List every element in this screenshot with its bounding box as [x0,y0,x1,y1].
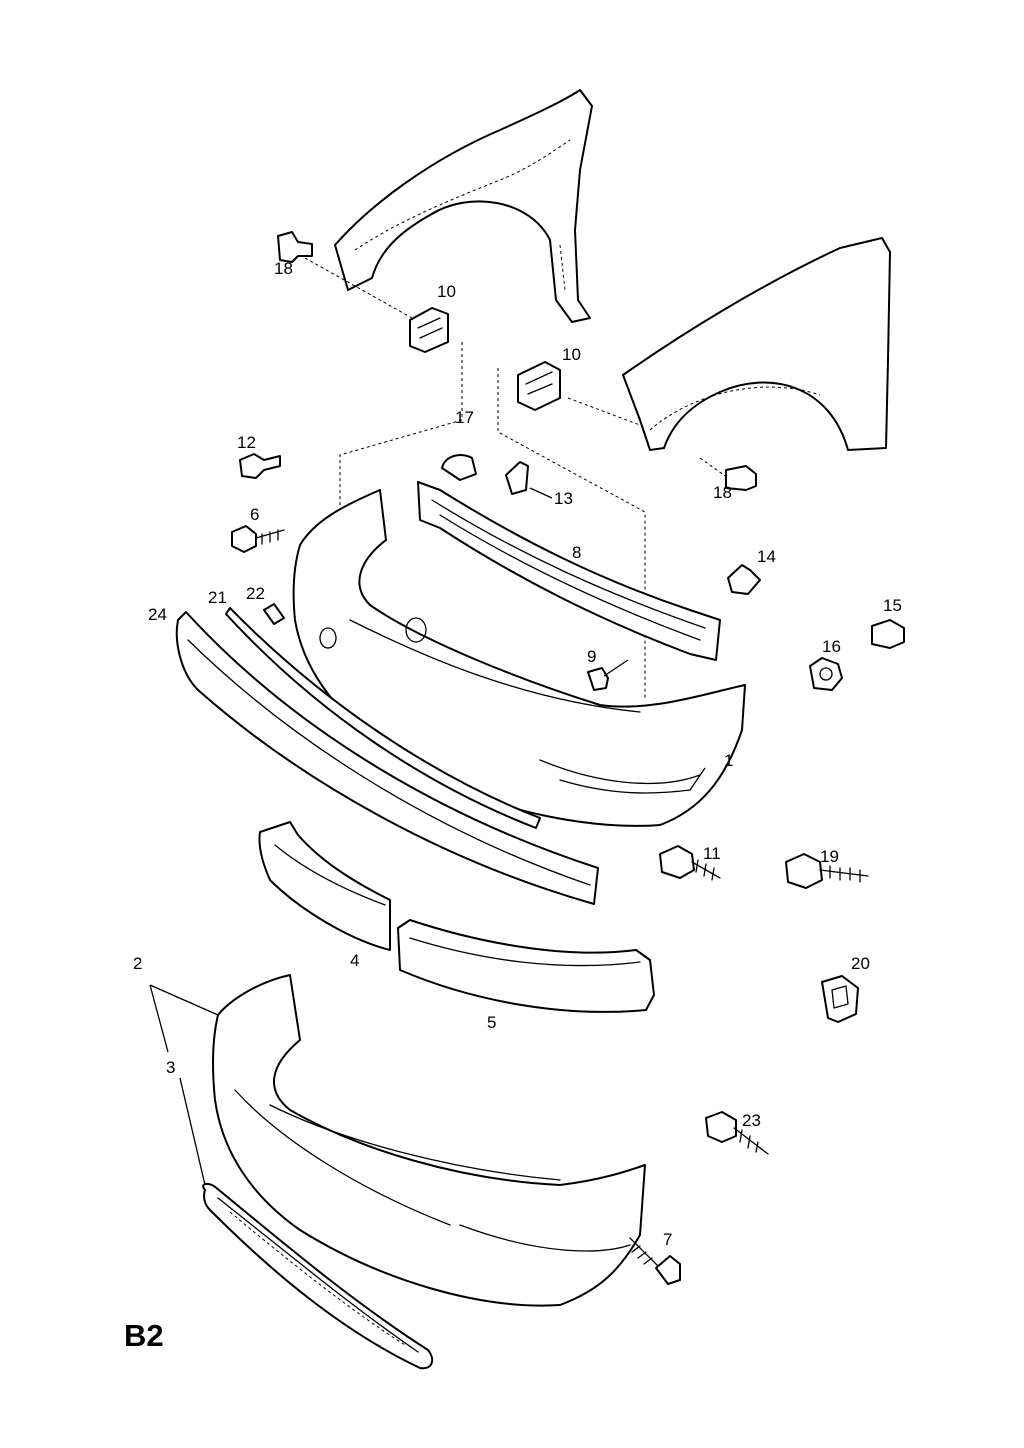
bolt-15 [871,619,905,649]
callout-20: 20 [851,954,870,973]
callout-22: 22 [246,584,265,603]
right-fender [622,237,891,451]
clip-22 [263,603,285,625]
callout-19: 19 [820,847,839,866]
nut-16 [809,657,843,691]
callout-12: 12 [237,433,256,452]
screw-23 [705,1111,769,1155]
bracket-13 [505,461,529,495]
grille-3 [202,1182,434,1370]
moulding-24 [175,611,599,905]
callout-24: 24 [148,605,167,624]
spoiler-4 [258,821,391,951]
callout-23: 23 [742,1111,761,1130]
clip-17 [441,454,477,481]
bolt-9 [587,659,629,691]
callout-11: 11 [703,844,721,863]
callout-18-right: 18 [713,483,732,502]
callout-2: 2 [133,954,142,973]
sheet-code: B2 [124,1318,164,1353]
callout-18-left: 18 [274,259,293,278]
bracket-10-left [409,307,449,353]
spoiler-5 [397,919,655,1013]
bumper-2 [212,974,646,1307]
callout-7: 7 [663,1230,672,1249]
callout-3: 3 [166,1058,175,1077]
bolt-18-right [725,465,757,491]
callout-5: 5 [487,1013,496,1032]
callout-15: 15 [883,596,902,615]
callout-10-left: 10 [437,282,456,301]
leader-lines [149,487,706,1186]
callout-9: 9 [587,647,596,666]
callout-21: 21 [208,588,227,607]
left-fender [334,89,593,323]
screw-6 [231,525,285,553]
bracket-14 [727,564,761,595]
callout-13: 13 [554,489,573,508]
callout-1: 1 [724,751,733,770]
bumper-reinforcement-8 [417,481,721,661]
bracket-10-right [517,361,561,411]
callout-14: 14 [757,547,776,566]
strip-21 [225,607,541,829]
callout-10-right: 10 [562,345,581,364]
clip-nut-20 [821,975,859,1023]
bolt-12 [239,453,281,479]
callout-16: 16 [822,637,841,656]
callout-8: 8 [572,543,581,562]
callout-17: 17 [455,408,474,427]
bolt-18-left [277,231,313,263]
callout-6: 6 [250,505,259,524]
screw-7 [629,1237,681,1285]
callout-4: 4 [350,951,359,970]
bolt-11 [659,845,721,881]
screw-19 [785,853,869,889]
